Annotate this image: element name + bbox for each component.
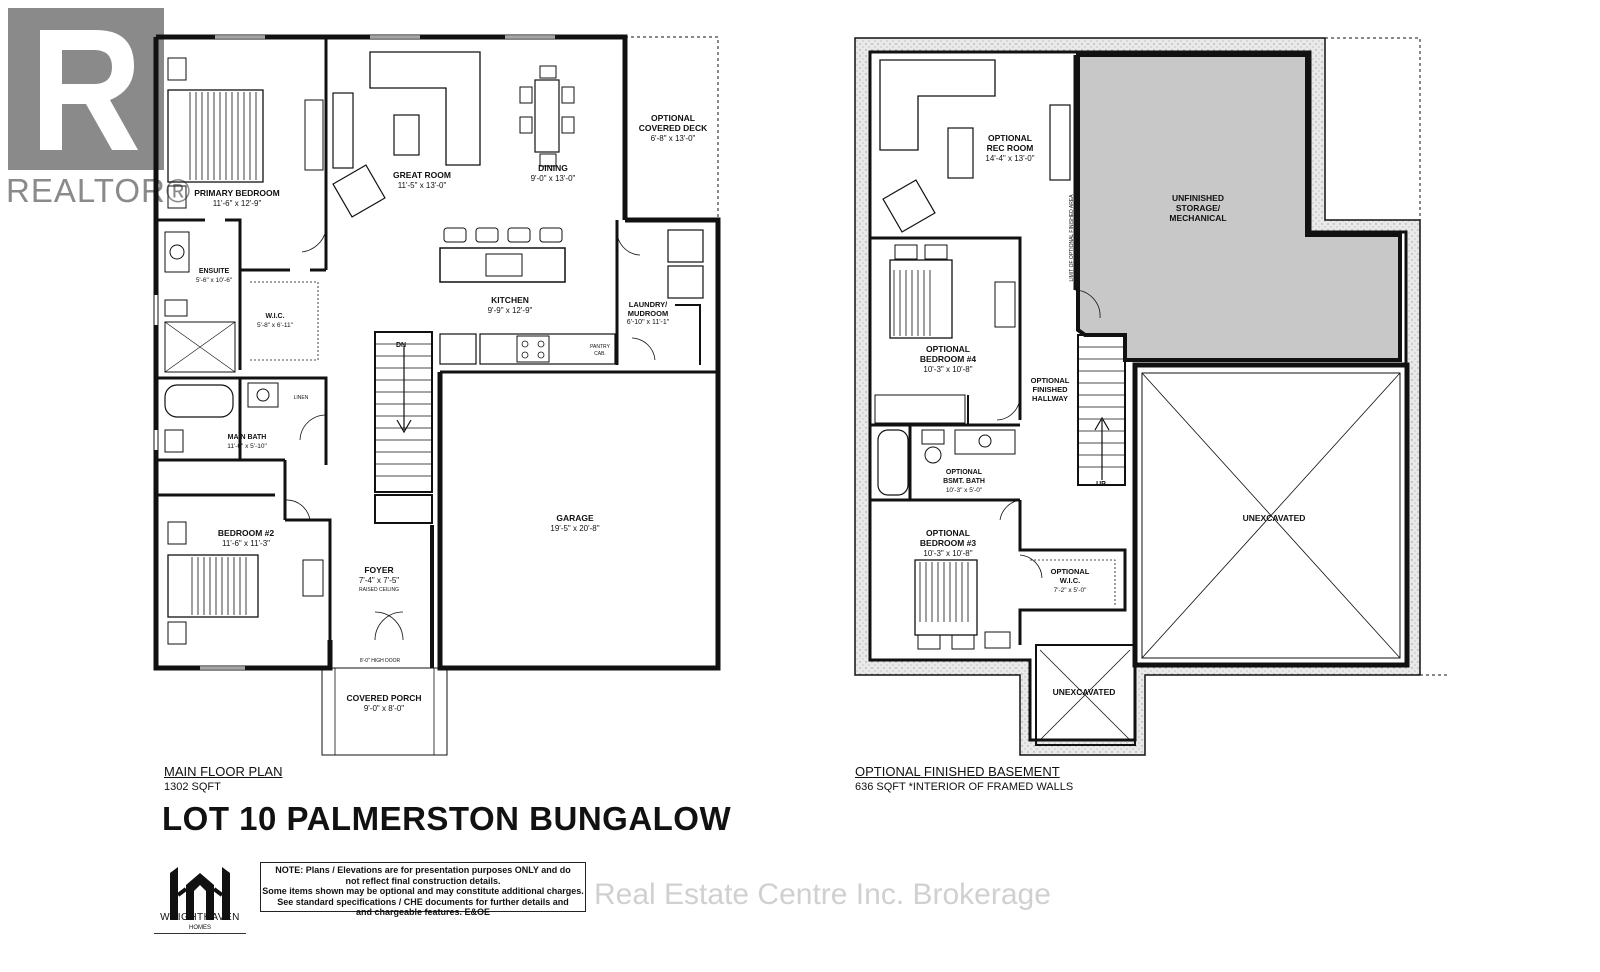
room-dim: 7'-4" x 7'-5" <box>359 576 399 585</box>
room-label: HALLWAY <box>1032 394 1068 403</box>
room-label: REC ROOM <box>987 143 1034 153</box>
room-label: BEDROOM #3 <box>920 538 976 548</box>
builder-sub: HOMES <box>188 925 211 931</box>
room-label: KITCHEN <box>491 295 529 305</box>
note-line: and chargeable features. E&OE <box>355 907 491 917</box>
room-label: W.I.C. <box>1060 576 1080 585</box>
note-line: Some items shown may be optional and may… <box>262 886 584 896</box>
room-label: MECHANICAL <box>1169 213 1226 223</box>
note-line: NOTE: Plans / Elevations are for present… <box>275 865 571 875</box>
linen-label: LINEN <box>294 395 309 401</box>
basement-title: OPTIONAL FINISHED BASEMENT <box>855 764 1060 779</box>
room-dim: 10'-3" x 5'-0" <box>946 487 983 494</box>
room-label: OPTIONAL <box>1051 567 1090 576</box>
room-label: COVERED DECK <box>639 123 708 133</box>
room-dim: 11'-6" x 12'-9" <box>213 199 262 208</box>
room-label: FOYER <box>364 565 393 575</box>
note-line: See standard specifications / CHE docume… <box>277 896 569 907</box>
room-dim: 7'-2" x 5'-0" <box>1054 587 1087 594</box>
room-dim: 19'-5" x 20'-8" <box>550 524 599 533</box>
room-label: OPTIONAL <box>988 133 1032 143</box>
room-label: LAUNDRY/ <box>629 300 668 309</box>
room-dim: 11'-6" x 5'-10" <box>227 443 267 450</box>
room-label: FINISHED <box>1032 385 1068 394</box>
basement-plan <box>854 37 1450 756</box>
room-label: OPTIONAL <box>926 528 970 538</box>
main-floor-title: MAIN FLOOR PLAN <box>164 764 283 779</box>
room-label: DINING <box>538 163 568 173</box>
pantry-label: PANTRY <box>590 344 610 350</box>
project-title: LOT 10 PALMERSTON BUNGALOW <box>162 800 732 837</box>
realtor-wordmark: REALTOR® <box>6 172 192 209</box>
room-label: UNEXCAVATED <box>1053 687 1116 697</box>
room-label: BSMT. BATH <box>943 478 985 485</box>
pantry-label: CAB. <box>594 351 606 357</box>
builder-name: WRIGHTHAVEN <box>160 912 240 923</box>
room-label: BEDROOM #4 <box>920 354 976 364</box>
room-label: BEDROOM #2 <box>218 528 274 538</box>
room-label: OPTIONAL <box>946 469 983 476</box>
room-label: MAIN BATH <box>228 434 267 441</box>
stair-up-label: UP <box>1096 481 1106 488</box>
room-dim: 9'-0" x 8'-0" <box>364 704 404 713</box>
room-dim: 11'-5" x 13'-0" <box>398 181 447 190</box>
room-dim: 14'-4" x 13'-0" <box>985 154 1034 163</box>
note-line: not reflect final construction details. <box>345 875 501 886</box>
room-label: UNFINISHED <box>1172 193 1224 203</box>
room-label: MUDROOM <box>628 309 668 318</box>
wrighthaven-logo-icon <box>170 867 230 920</box>
basement-labels: OPTIONAL REC ROOM 14'-4" x 13'-0" UNFINI… <box>920 133 1306 697</box>
room-label: OPTIONAL <box>926 344 970 354</box>
room-label: PRIMARY BEDROOM <box>194 188 279 198</box>
main-floor-labels: PRIMARY BEDROOM 11'-6" x 12'-9" GREAT RO… <box>194 113 708 713</box>
realtor-logo <box>0 0 170 215</box>
logo-divider <box>154 933 246 934</box>
room-label: W.I.C. <box>265 313 284 320</box>
room-dim: 9'-9" x 12'-9" <box>488 306 533 315</box>
door-note: 8'-0" HIGH DOOR <box>360 658 401 664</box>
room-dim: 5'-6" x 10'-6" <box>196 277 233 284</box>
room-dim: 10'-3" x 10'-8" <box>923 365 972 374</box>
room-label: UNEXCAVATED <box>1243 513 1306 523</box>
room-dim: 10'-3" x 10'-8" <box>923 549 972 558</box>
ceiling-note: RAISED CEILING <box>359 587 399 593</box>
limit-note: LIMIT OF OPTIONAL FINISHED AREA <box>1069 194 1075 282</box>
brokerage-watermark: Real Estate Centre Inc. Brokerage <box>594 878 1051 911</box>
realtor-r-icon <box>8 8 164 170</box>
room-label: GARAGE <box>556 513 594 523</box>
room-dim: 6'-10" x 11'-1" <box>627 319 670 326</box>
room-label: ENSUITE <box>199 268 230 275</box>
room-label: STORAGE/ <box>1176 203 1221 213</box>
room-label: OPTIONAL <box>651 113 695 123</box>
room-dim: 6'-8" x 13'-0" <box>651 134 696 143</box>
room-label: COVERED PORCH <box>346 693 421 703</box>
disclaimer-note: NOTE: Plans / Elevations are for present… <box>260 862 586 917</box>
room-dim: 9'-0" x 13'-0" <box>531 174 576 183</box>
room-dim: 11'-6" x 11'-3" <box>222 539 270 548</box>
stair-down-label: DN <box>396 342 406 349</box>
main-floor-plan <box>153 34 721 756</box>
main-floor-area: 1302 SQFT <box>164 781 221 793</box>
basement-area: 636 SQFT *INTERIOR OF FRAMED WALLS <box>855 781 1074 793</box>
room-label: GREAT ROOM <box>393 170 451 180</box>
room-label: OPTIONAL <box>1031 376 1070 385</box>
room-dim: 5'-8" x 6'-11" <box>257 322 294 329</box>
